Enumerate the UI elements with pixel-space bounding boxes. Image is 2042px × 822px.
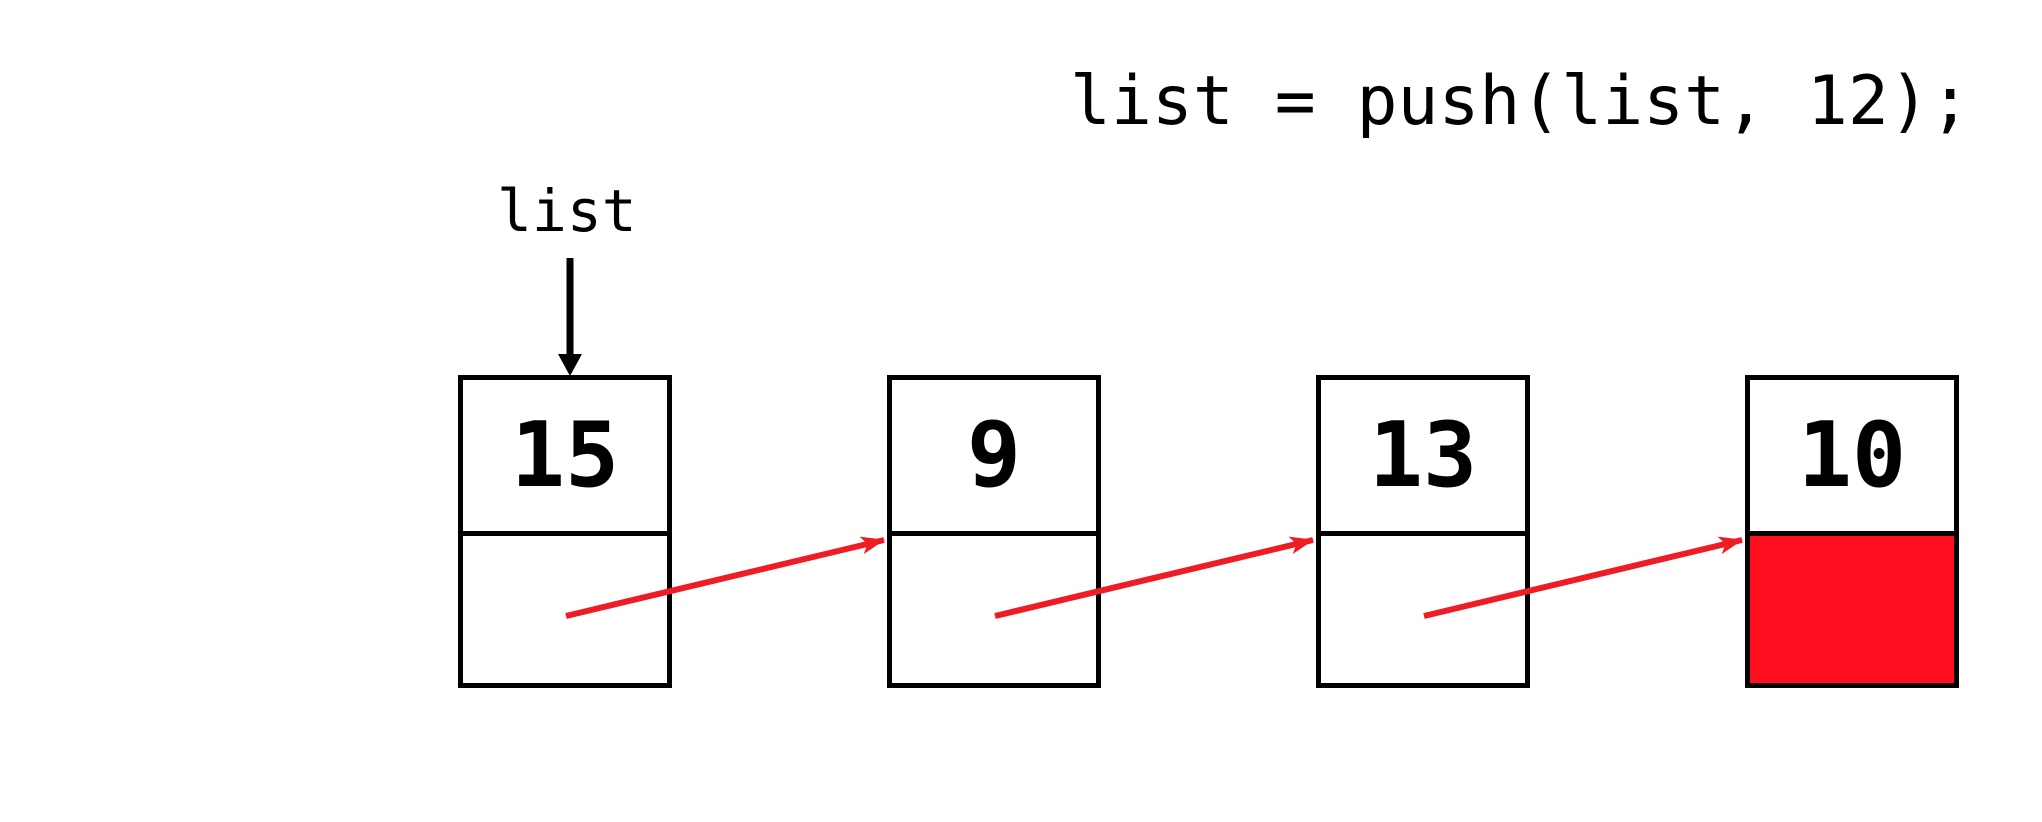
node-null-next-cell <box>1750 536 1954 683</box>
list-node-1: 15 <box>458 375 672 688</box>
node-value: 10 <box>1750 380 1954 536</box>
node-value: 15 <box>463 380 667 536</box>
code-statement: list = push(list, 12); <box>1070 62 1971 141</box>
node-value: 13 <box>1321 380 1525 536</box>
list-node-4: 10 <box>1745 375 1959 688</box>
node-next-pointer-cell <box>1321 536 1525 683</box>
list-head-arrow <box>558 258 582 376</box>
list-pointer-label: list <box>497 177 637 245</box>
list-node-3: 13 <box>1316 375 1530 688</box>
node-next-pointer-cell <box>463 536 667 683</box>
node-next-pointer-cell <box>892 536 1096 683</box>
list-head-arrowhead <box>558 354 582 376</box>
list-node-2: 9 <box>887 375 1101 688</box>
node-value: 9 <box>892 380 1096 536</box>
